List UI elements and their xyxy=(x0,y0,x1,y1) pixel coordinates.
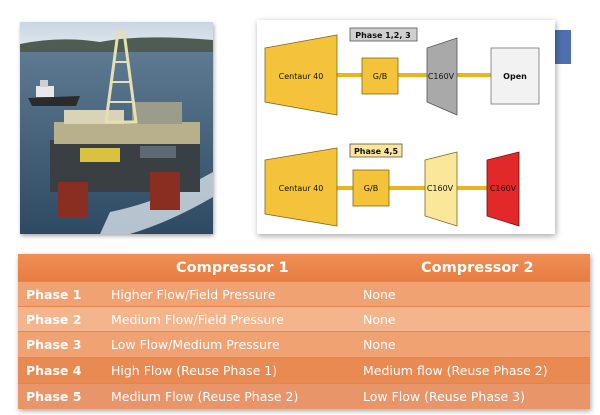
compressor-2-cell: Low Flow (Reuse Phase 3) xyxy=(363,389,526,404)
header-compressor-2: Compressor 2 xyxy=(421,259,534,276)
bottom-phase-label: Phase 4,5 xyxy=(354,147,399,156)
bottom-gearbox xyxy=(352,169,390,207)
phase-cell: Phase 1 xyxy=(26,286,82,302)
phase-cell: Phase 4 xyxy=(26,363,82,378)
bottom-gearbox-label: G/B xyxy=(364,184,378,193)
compressor-1-cell: High Flow (Reuse Phase 1) xyxy=(111,363,278,378)
top-compressor-label: C160V xyxy=(428,72,455,81)
phase-cell: Phase 3 xyxy=(26,337,82,352)
phase-cell: Phase 5 xyxy=(26,389,82,404)
top-turbine xyxy=(264,34,338,116)
rig-photo xyxy=(20,22,213,234)
compressor-1-cell: Medium Flow (Reuse Phase 2) xyxy=(111,389,299,404)
top-open-box xyxy=(490,47,540,105)
table-row: Phase 4 High Flow (Reuse Phase 1) Medium… xyxy=(18,358,590,383)
phase-table: Compressor 1 Compressor 2 Phase 1 Higher… xyxy=(18,254,590,409)
compressor-1-cell: Higher Flow/Field Pressure xyxy=(111,286,276,302)
diagram-svg: Phase 1,2, 3 Centaur 40 G/B C160V Open P… xyxy=(264,27,540,227)
top-open-label: Open xyxy=(503,72,527,81)
compressor-1-cell: Medium Flow/Field Pressure xyxy=(111,311,284,327)
table-row: Phase 2 Medium Flow/Field Pressure None xyxy=(18,307,590,331)
table-header-row: Compressor 1 Compressor 2 xyxy=(18,254,590,281)
table-row: Phase 5 Medium Flow (Reuse Phase 2) Low … xyxy=(18,384,590,409)
bottom-turbine-label: Centaur 40 xyxy=(279,184,324,193)
compressor-1-cell: Low Flow/Medium Pressure xyxy=(111,337,280,352)
top-gearbox-label: G/B xyxy=(373,72,387,81)
compressor-2-cell: None xyxy=(363,311,396,327)
header-compressor-1: Compressor 1 xyxy=(176,259,289,276)
top-gearbox xyxy=(361,57,399,95)
bottom-phase-label-box xyxy=(349,143,403,158)
top-phase-label: Phase 1,2, 3 xyxy=(355,31,411,40)
bottom-turbine xyxy=(264,147,338,227)
rig-illustration xyxy=(20,22,213,234)
compressor-train-diagram: Phase 1,2, 3 Centaur 40 G/B C160V Open P… xyxy=(257,20,555,234)
phase-cell: Phase 2 xyxy=(26,311,82,327)
accent-strip xyxy=(553,30,571,64)
table-row: Phase 3 Low Flow/Medium Pressure None xyxy=(18,332,590,357)
bottom-compressor-2 xyxy=(486,151,520,227)
table-row: Phase 1 Higher Flow/Field Pressure None xyxy=(18,282,590,306)
bottom-compressor-1-label: C160V xyxy=(427,184,454,193)
compressor-2-cell: Medium flow (Reuse Phase 2) xyxy=(363,363,548,378)
compressor-2-cell: None xyxy=(363,286,396,302)
bottom-compressor-2-label: C160V xyxy=(490,184,517,193)
top-compressor xyxy=(426,37,458,116)
top-phase-label-box xyxy=(349,27,418,42)
rig xyxy=(50,30,200,218)
compressor-2-cell: None xyxy=(363,337,396,352)
supply-boat xyxy=(28,80,80,106)
top-turbine-label: Centaur 40 xyxy=(279,72,324,81)
bottom-compressor-1 xyxy=(424,151,458,227)
